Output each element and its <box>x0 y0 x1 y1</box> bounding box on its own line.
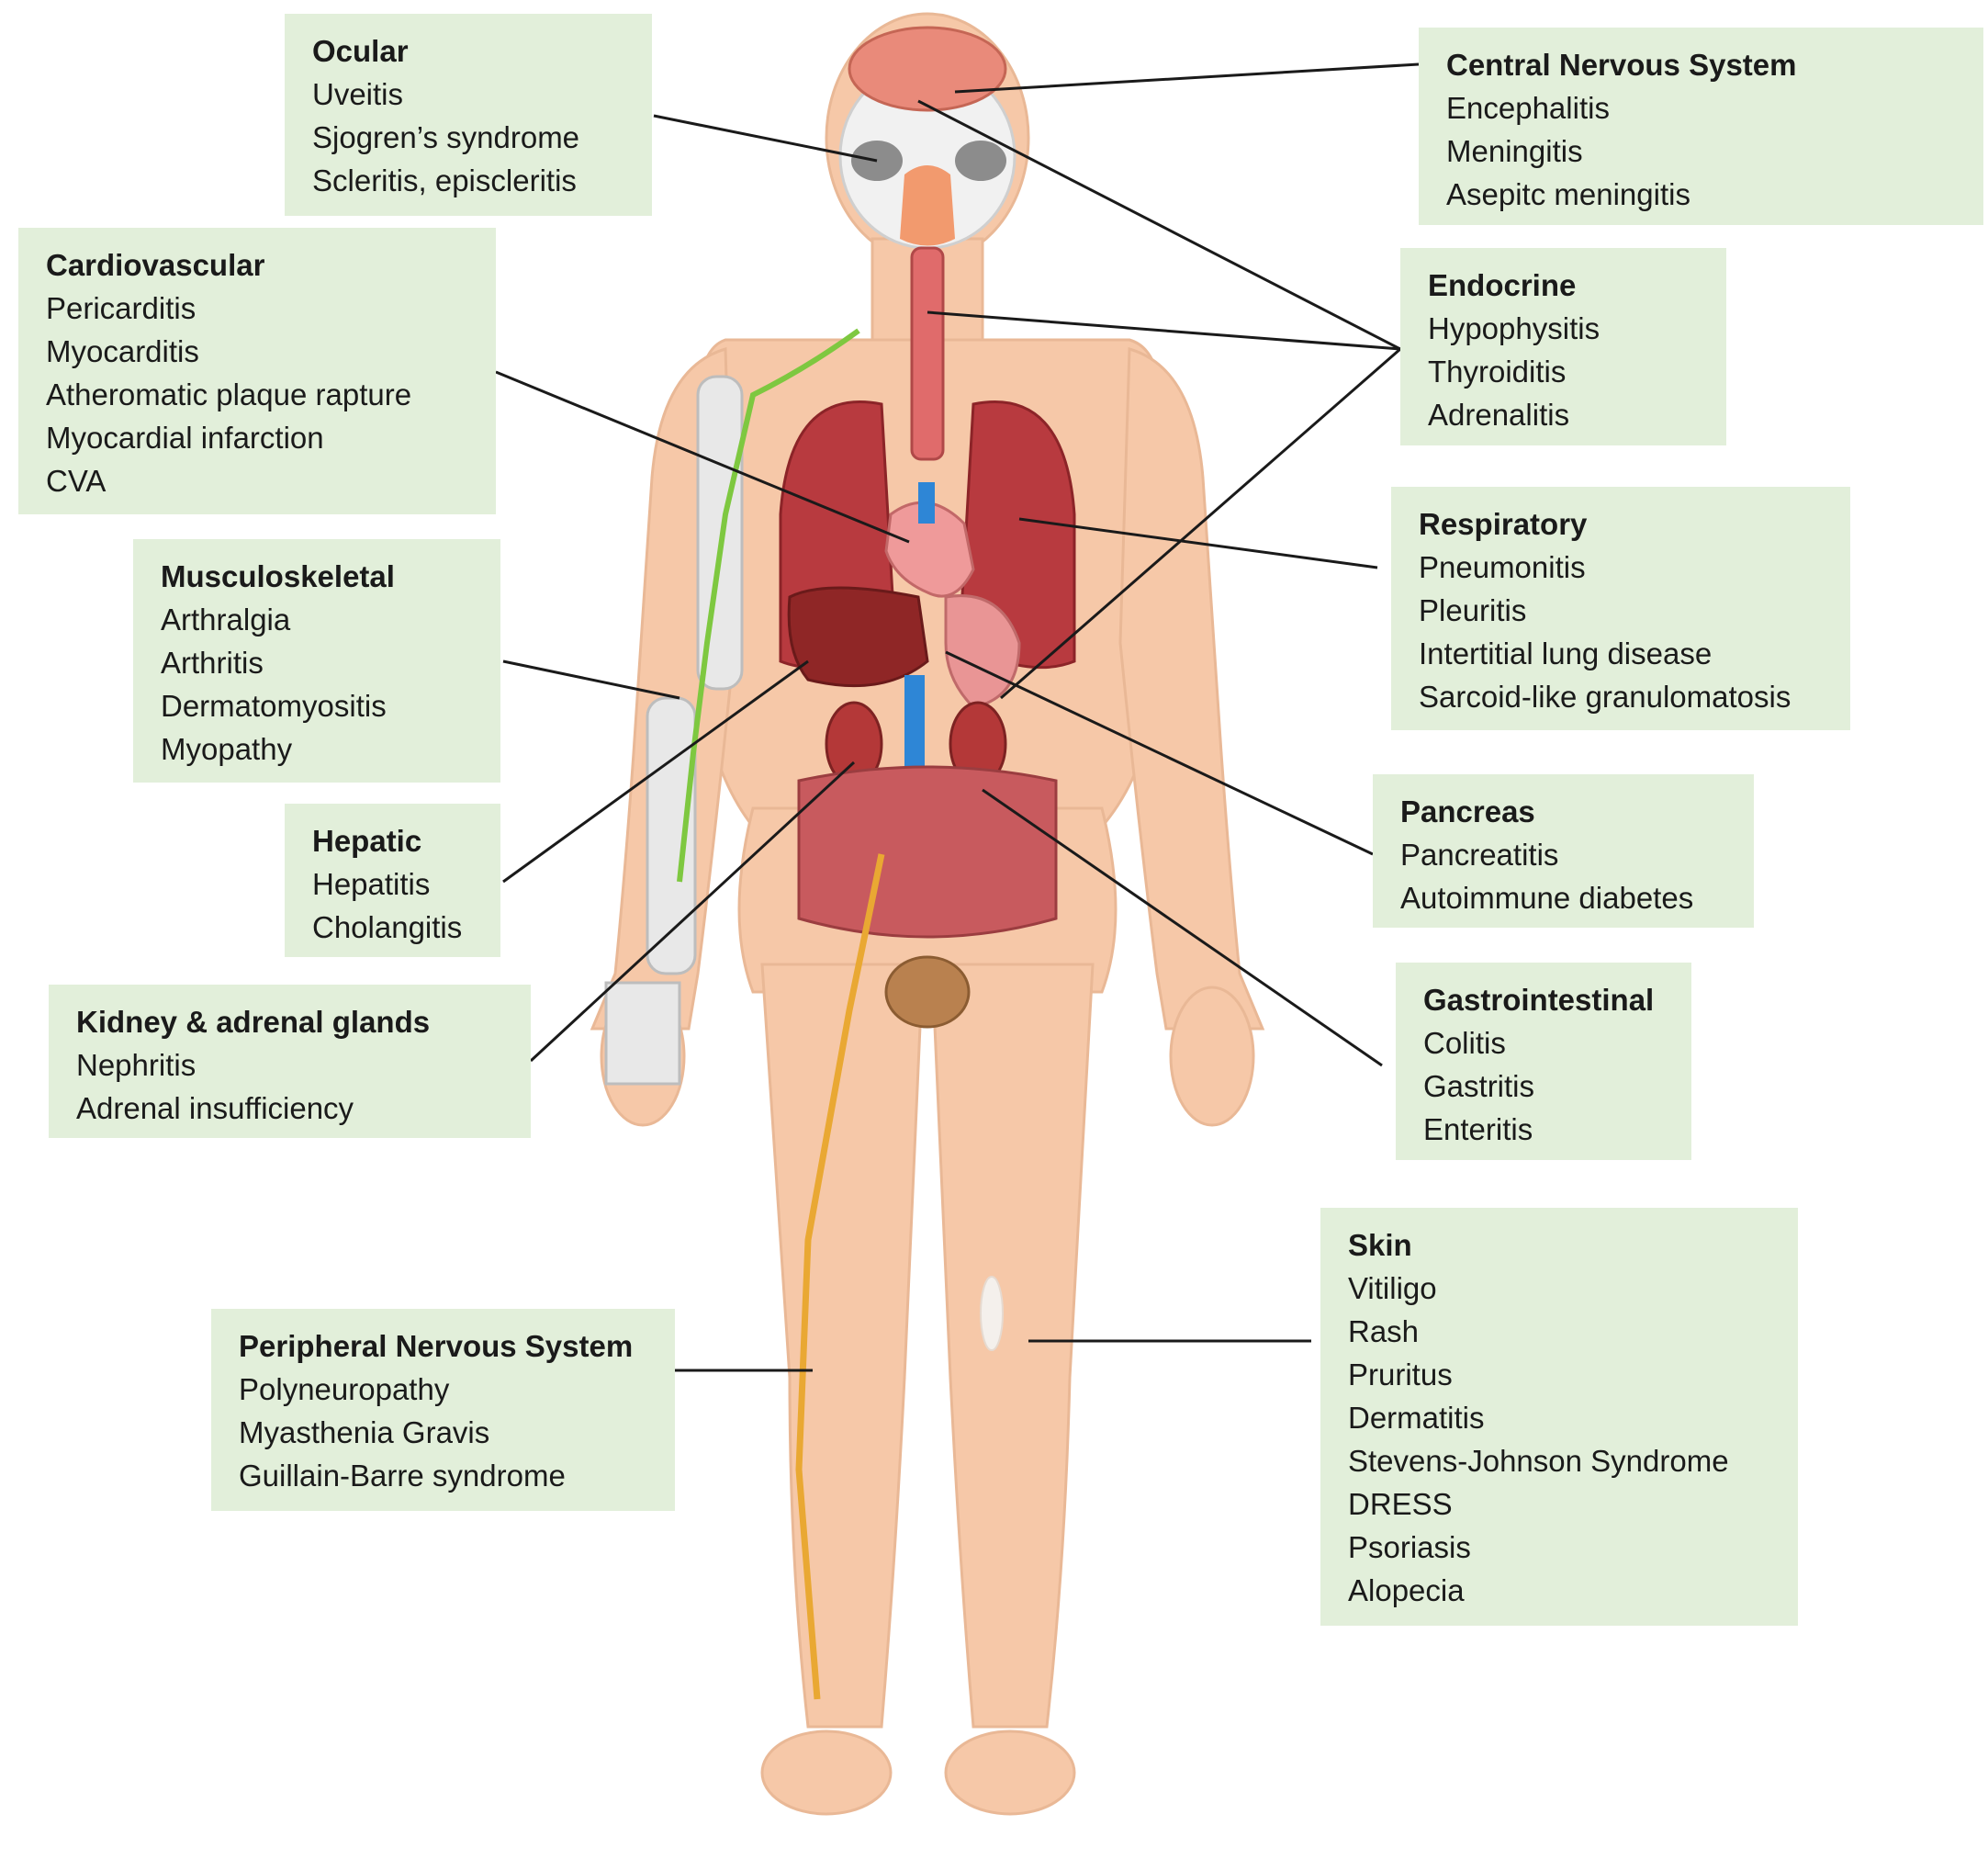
pancreas-item: Autoimmune diabetes <box>1400 881 1694 915</box>
hepatic-title: Hepatic <box>312 824 422 858</box>
musculoskeletal-item: Arthralgia <box>161 603 291 637</box>
ocular-box: Ocular Uveitis Sjogren’s syndrome Scleri… <box>285 14 652 216</box>
right-foot <box>760 1729 893 1816</box>
kidney-adrenal-item: Nephritis <box>76 1048 197 1082</box>
kidney-adrenal-item: Adrenal insufficiency <box>76 1091 354 1125</box>
hepatic-item: Cholangitis <box>312 910 463 944</box>
ocular-item: Sjogren’s syndrome <box>312 120 580 154</box>
musculoskeletal-title: Musculoskeletal <box>161 559 395 593</box>
kidney-adrenal-title: Kidney & adrenal glands <box>76 1005 431 1039</box>
intestines <box>797 765 1058 939</box>
gastrointestinal-item: Gastritis <box>1423 1069 1535 1103</box>
skin-item: Alopecia <box>1348 1573 1465 1607</box>
musculoskeletal-item: Myopathy <box>161 732 293 766</box>
endocrine-item: Hypophysitis <box>1428 311 1601 345</box>
skin-title: Skin <box>1348 1228 1412 1262</box>
hepatic-item: Hepatitis <box>312 867 431 901</box>
forearm-bones <box>646 696 697 975</box>
pns-item: Myasthenia Gravis <box>239 1415 490 1449</box>
respiratory-item: Intertitial lung disease <box>1419 637 1713 670</box>
gastrointestinal-item: Enteritis <box>1423 1112 1533 1146</box>
pns-item: Guillain-Barre syndrome <box>239 1459 566 1493</box>
skin-box: Skin Vitiligo Rash Pruritus Dermatitis S… <box>1320 1208 1798 1626</box>
skin-item: Pruritus <box>1348 1358 1453 1391</box>
lymphatic-vessels <box>677 328 860 883</box>
skin-item: DRESS <box>1348 1487 1453 1521</box>
musculoskeletal-box: Musculoskeletal Arthralgia Arthritis Der… <box>133 539 500 783</box>
cardiovascular-item: Myocarditis <box>46 334 199 368</box>
cardiovascular-item: Myocardial infarction <box>46 421 324 455</box>
cns-item: Meningitis <box>1446 134 1583 168</box>
cardiovascular-title: Cardiovascular <box>46 248 265 282</box>
skin-item: Psoriasis <box>1348 1530 1471 1564</box>
peripheral-nerves <box>795 853 885 1700</box>
left-leg <box>930 963 1095 1729</box>
gastrointestinal-title: Gastrointestinal <box>1423 983 1655 1017</box>
gastrointestinal-item: Colitis <box>1423 1026 1506 1060</box>
skeleton-arm <box>604 375 744 1086</box>
connector-lines <box>495 62 1420 1372</box>
respiratory-title: Respiratory <box>1419 507 1588 541</box>
musculoskeletal-item: Arthritis <box>161 646 264 680</box>
pns-item: Polyneuropathy <box>239 1372 450 1406</box>
right-leg <box>760 963 925 1729</box>
endocrine-item: Adrenalitis <box>1428 398 1570 432</box>
pancreas-box: Pancreas Pancreatitis Autoimmune diabete… <box>1373 774 1754 928</box>
skin-item: Stevens-Johnson Syndrome <box>1348 1444 1729 1478</box>
cardiovascular-box: Cardiovascular Pericarditis Myocarditis … <box>18 228 496 514</box>
kidney-adrenal-box: Kidney & adrenal glands Nephritis Adrena… <box>49 985 531 1138</box>
kidneys <box>825 701 1007 787</box>
left-arm <box>1118 347 1265 1031</box>
gastrointestinal-box: Gastrointestinal Colitis Gastritis Enter… <box>1396 963 1691 1160</box>
left-eye-socket <box>955 141 1006 181</box>
musculoskeletal-item: Dermatomyositis <box>161 689 387 723</box>
trachea <box>910 246 945 461</box>
pancreas-item: Pancreatitis <box>1400 838 1559 872</box>
ocular-item: Uveitis <box>312 77 404 111</box>
skin-item: Rash <box>1348 1314 1420 1348</box>
left-hand <box>1169 986 1255 1127</box>
respiratory-item: Pleuritis <box>1419 593 1527 627</box>
endocrine-item: Thyroiditis <box>1428 355 1567 389</box>
cardiovascular-item: CVA <box>46 464 107 498</box>
cardiovascular-item: Atheromatic plaque rapture <box>46 377 412 411</box>
hand-bones <box>604 981 681 1086</box>
cardiovascular-item: Pericarditis <box>46 291 197 325</box>
ocular-item: Scleritis, episcleritis <box>312 163 577 197</box>
hepatic-box: Hepatic Hepatitis Cholangitis <box>285 804 500 957</box>
cns-item: Encephalitis <box>1446 91 1610 125</box>
nasal-cavity <box>900 165 955 246</box>
skin-item: Dermatitis <box>1348 1401 1485 1435</box>
skin-item: Vitiligo <box>1348 1271 1437 1305</box>
peripheral-nervous-system-box: Peripheral Nervous System Polyneuropathy… <box>211 1309 675 1511</box>
respiratory-item: Sarcoid-like granulomatosis <box>1419 680 1791 714</box>
cns-box: Central Nervous System Encephalitis Meni… <box>1419 28 1983 225</box>
left-foot <box>944 1729 1076 1816</box>
pancreas-title: Pancreas <box>1400 794 1535 828</box>
heart <box>884 482 975 598</box>
pns-title: Peripheral Nervous System <box>239 1329 634 1363</box>
vitiligo-patch <box>980 1276 1004 1351</box>
bladder <box>884 955 971 1029</box>
aorta <box>918 482 935 524</box>
cns-title: Central Nervous System <box>1446 48 1797 82</box>
liver <box>787 586 929 688</box>
endocrine-title: Endocrine <box>1428 268 1577 302</box>
cns-item: Asepitc meningitis <box>1446 177 1690 211</box>
endocrine-box: Endocrine Hypophysitis Thyroiditis Adren… <box>1400 248 1726 445</box>
respiratory-item: Pneumonitis <box>1419 550 1586 584</box>
ocular-title: Ocular <box>312 34 409 68</box>
respiratory-box: Respiratory Pneumonitis Pleuritis Intert… <box>1391 487 1850 730</box>
brain <box>848 26 1007 112</box>
